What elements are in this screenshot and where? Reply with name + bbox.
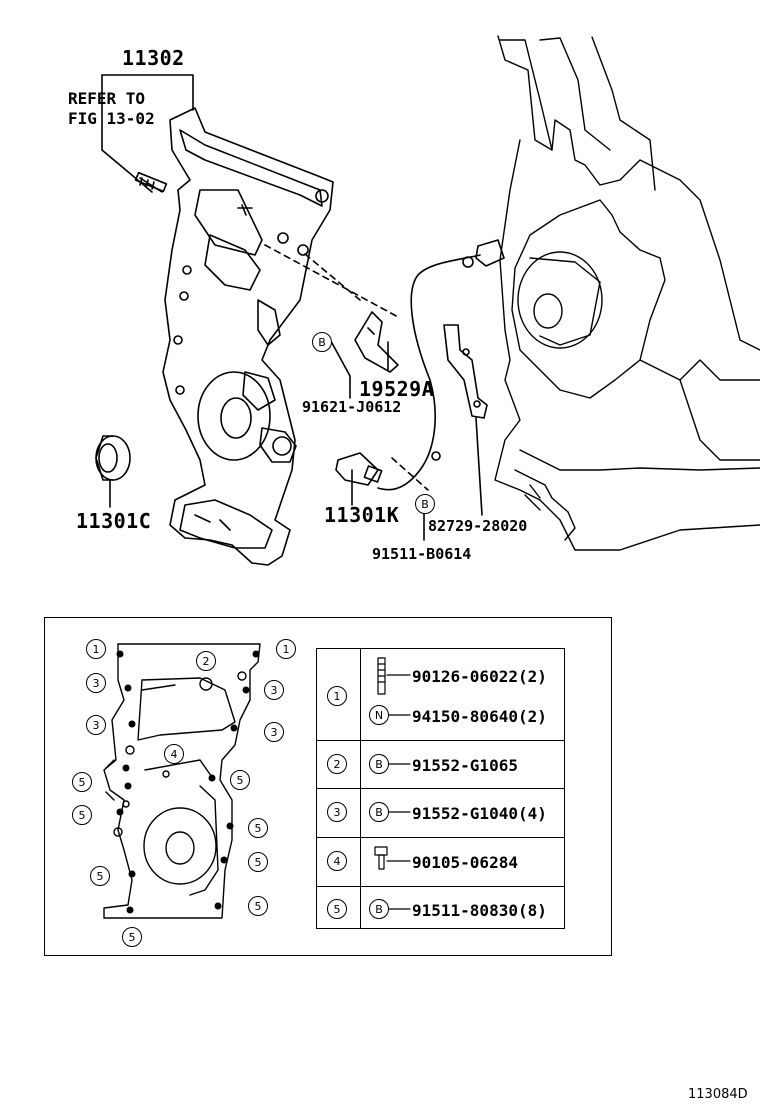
part-94150-80640: 94150-80640(2) (412, 707, 547, 726)
dashed-leaders (264, 244, 429, 491)
label-91511-b0614: 91511-B0614 (372, 545, 472, 563)
refer-to-text: REFER TO (68, 89, 146, 108)
callout-3-b: 3 (264, 680, 284, 700)
part-91511-80830: 91511-80830(8) (412, 901, 547, 920)
callout-2: 2 (196, 651, 216, 671)
callout-5-d: 5 (248, 818, 268, 838)
oil-seal (95, 435, 131, 508)
callout-1-left: 1 (86, 639, 106, 659)
part-91552-g1065: 91552-G1065 (412, 756, 518, 775)
label-11301k: 11301K (324, 503, 400, 527)
engine-block (494, 35, 760, 551)
callout-5-h: 5 (122, 927, 142, 947)
label-19529a: 19529A (359, 377, 435, 401)
callout-5-a: 5 (72, 772, 92, 792)
bolt-leaders (331, 342, 425, 541)
marker-b-lower: B (415, 494, 435, 514)
table-marker-n: N (369, 705, 389, 725)
cover-outline-small (103, 643, 261, 919)
label-11301c: 11301C (76, 509, 152, 533)
table-marker-b-3: B (369, 802, 389, 822)
table-part-leaders (374, 657, 411, 910)
callout-3-d: 3 (264, 722, 284, 742)
part-90105-06284: 90105-06284 (412, 853, 518, 872)
cover-bolt-dots (116, 650, 260, 914)
label-11302: 11302 (122, 46, 185, 70)
table-index-5: 5 (327, 899, 347, 919)
parts-table (316, 648, 565, 929)
callout-1-right: 1 (276, 639, 296, 659)
table-index-4: 4 (327, 851, 347, 871)
stud (134, 171, 168, 193)
sensor-bracket (354, 311, 399, 373)
table-row-line-4 (317, 837, 564, 838)
callout-3-c: 3 (86, 715, 106, 735)
part-91552-g1040: 91552-G1040(4) (412, 804, 547, 823)
label-82729-28020: 82729-28020 (428, 517, 528, 535)
callout-5-f: 5 (90, 866, 110, 886)
callout-5-g: 5 (248, 896, 268, 916)
table-row-line-5 (317, 886, 564, 887)
figure-code: 113084D (688, 1087, 748, 1102)
table-row-line-3 (317, 788, 564, 789)
label-91621-j0612: 91621-J0612 (302, 398, 402, 416)
table-index-2: 2 (327, 754, 347, 774)
callout-5-b: 5 (230, 770, 250, 790)
table-marker-b-5: B (369, 899, 389, 919)
callout-5-e: 5 (248, 852, 268, 872)
table-index-1: 1 (327, 686, 347, 706)
table-row-line-2 (317, 740, 564, 741)
timing-cover (162, 107, 334, 566)
marker-b-upper: B (312, 332, 332, 352)
bolt-location-panel (44, 617, 612, 956)
part-90126-06022: 90126-06022(2) (412, 667, 547, 686)
callout-3-a: 3 (86, 673, 106, 693)
refer-fig-text: FIG 13-02 (68, 109, 155, 128)
callout-4: 4 (164, 744, 184, 764)
table-marker-b-2: B (369, 754, 389, 774)
sensor-harness (335, 239, 505, 516)
callout-5-c: 5 (72, 805, 92, 825)
table-index-3: 3 (327, 802, 347, 822)
